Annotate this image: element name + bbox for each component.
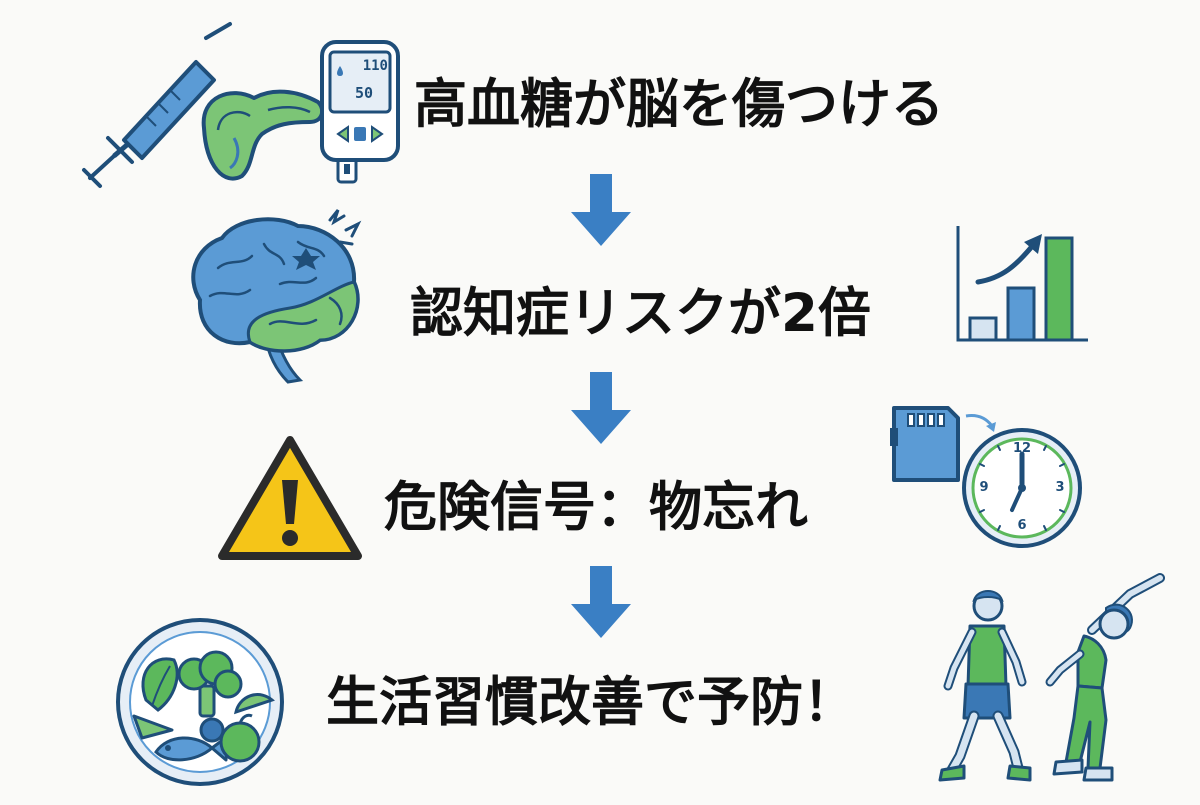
clock-numeral-6: 6 bbox=[1017, 518, 1027, 533]
walking-person-icon bbox=[938, 590, 1032, 782]
brain-icon bbox=[191, 209, 362, 384]
down-arrow-icon bbox=[571, 174, 631, 246]
glucose-reading-top: 110 bbox=[362, 58, 388, 74]
glucose-reading-bottom: 50 bbox=[354, 84, 374, 102]
warning-icon bbox=[218, 436, 362, 560]
memory-card-icon bbox=[890, 406, 996, 482]
step-4-text: 生活習慣改善で予防！ bbox=[326, 672, 856, 733]
down-arrow-icon bbox=[571, 372, 631, 444]
clock-numeral-9: 9 bbox=[979, 480, 989, 495]
healthy-food-plate-icon bbox=[116, 618, 284, 786]
down-arrow-icon bbox=[571, 566, 631, 638]
glucose-meter: 110 50 bbox=[318, 38, 402, 186]
pancreas-icon bbox=[201, 89, 325, 181]
step-1-text: 高血糖が脳を傷つける bbox=[414, 74, 944, 135]
clock-numeral-3: 3 bbox=[1055, 480, 1065, 495]
rising-bar-chart-icon bbox=[956, 226, 1088, 342]
stretching-person-icon bbox=[1045, 573, 1165, 782]
step-2-text: 認知症リスクが2倍 bbox=[410, 283, 871, 344]
syringe-icon bbox=[82, 22, 232, 188]
clock-numeral-12: 12 bbox=[1012, 441, 1032, 456]
step-3-text: 危険信号：物忘れ bbox=[384, 477, 808, 538]
clock: 12 3 6 9 bbox=[960, 426, 1084, 550]
